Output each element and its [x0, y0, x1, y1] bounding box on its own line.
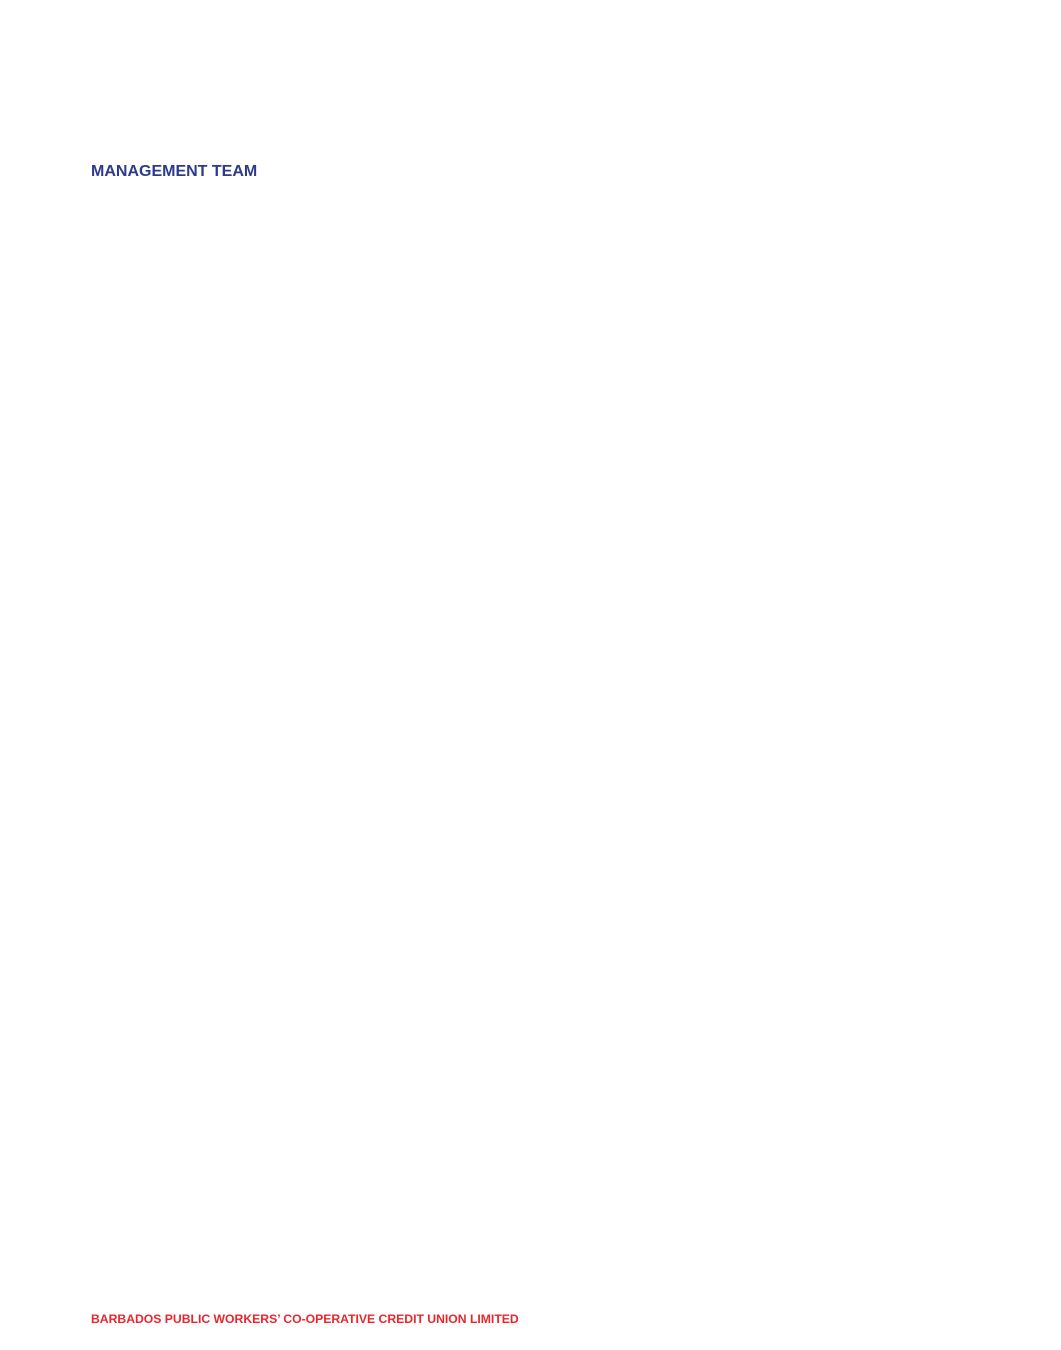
footer-organization-name: BARBADOS PUBLIC WORKERS’ CO-OPERATIVE CR… [91, 1312, 519, 1326]
page-title: MANAGEMENT TEAM [91, 163, 258, 180]
